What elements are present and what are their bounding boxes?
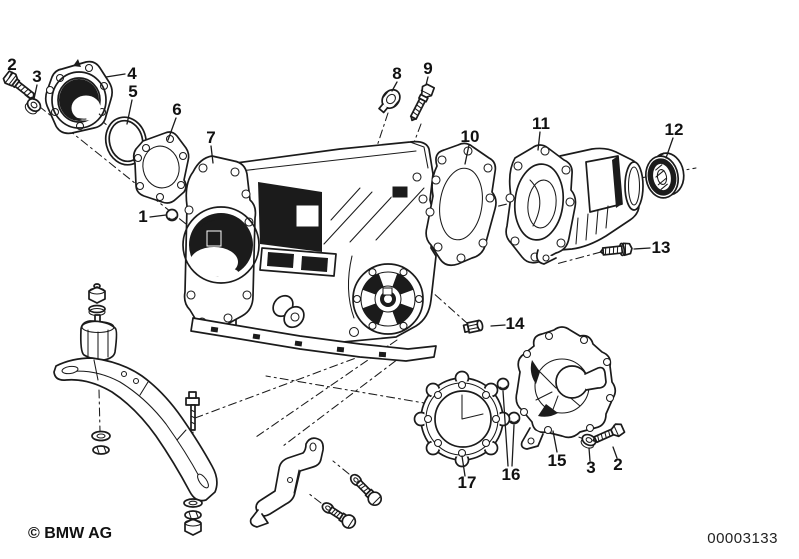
bracket-bolt-lower	[321, 502, 357, 529]
bolt-part-2-bottom	[592, 423, 626, 444]
callout-3-top: 3	[32, 67, 41, 86]
bolt-part-2-top	[2, 70, 35, 99]
plug-part-14	[462, 319, 484, 334]
crossmember	[53, 357, 218, 536]
washer-part-3-bottom	[580, 433, 597, 449]
callout-10: 10	[461, 127, 480, 146]
callout-labels: 2 3 4 5 6 7 1 8 9 10 11 12 13 14 15 16 1…	[7, 55, 683, 492]
callout-14: 14	[506, 314, 525, 333]
callout-12: 12	[665, 120, 684, 139]
callout-8: 8	[392, 64, 401, 83]
callout-2-bottom: 2	[613, 455, 622, 474]
gasket-part-17	[413, 370, 511, 468]
callout-15: 15	[548, 451, 567, 470]
front-cover-part-4	[44, 59, 113, 135]
callout-7: 7	[206, 128, 215, 147]
copyright-text: © BMW AG	[28, 525, 112, 542]
callout-9: 9	[423, 59, 432, 78]
callout-6: 6	[172, 100, 181, 119]
callout-4: 4	[127, 64, 137, 83]
bolt-part-13	[599, 242, 633, 257]
callout-16: 16	[502, 465, 521, 484]
washer-part-3-top	[24, 97, 42, 115]
plug-part-8	[378, 88, 401, 114]
seal-part-12	[644, 152, 685, 199]
gasket-part-10	[425, 142, 497, 267]
side-cover-part-15	[515, 326, 617, 450]
extension-housing-part-11	[505, 144, 644, 265]
callout-3-bottom: 3	[586, 458, 595, 477]
callout-17: 17	[458, 473, 477, 492]
screw-part-9	[409, 83, 436, 122]
support-bracket	[249, 437, 324, 528]
transmission-mount	[79, 283, 118, 374]
image-number-text: 00003133	[707, 530, 778, 547]
bracket-bolt-upper	[349, 473, 383, 507]
callout-11: 11	[532, 114, 550, 133]
callout-13: 13	[652, 238, 671, 257]
gasket-part-6	[132, 131, 190, 204]
callout-1: 1	[138, 207, 147, 226]
transmission-housing-part-7	[182, 140, 437, 362]
callout-5: 5	[128, 82, 137, 101]
ball-part-1	[165, 208, 179, 222]
callout-2-top: 2	[7, 55, 16, 74]
leader-lines	[8, 71, 674, 477]
